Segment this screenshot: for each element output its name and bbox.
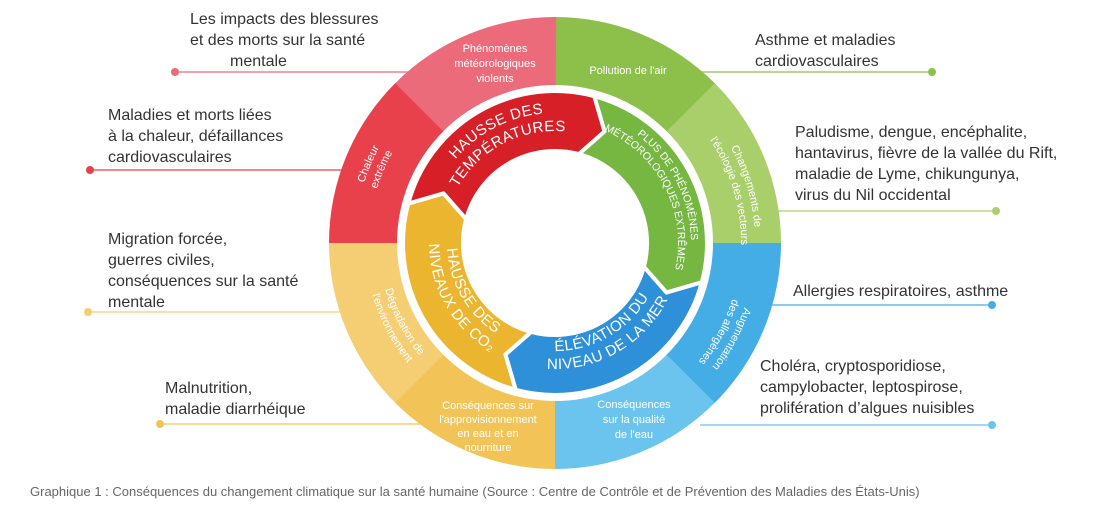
text-line: mentale [108,294,165,311]
arrow-co2 [401,191,534,392]
text-line: en eau et en [457,428,518,440]
dot-asthme [928,68,936,76]
text-line: Conséquences sur [442,400,534,412]
text-line: Conséquences [597,399,671,411]
text-line: Choléra, cryptosporidiose, [760,358,946,375]
text-line: Paludisme, dengue, encéphalite, [795,124,1028,141]
label-blessures: Les impacts des blessures et des morts s… [190,9,379,72]
segment-vecteurs [666,83,782,245]
label-cholera: Choléra, cryptosporidiose, campylobacter… [760,356,974,419]
figure-caption: Graphique 1 : Conséquences du changement… [30,484,920,499]
dot-chaleur [86,166,94,174]
text-line: guerres civiles, [108,252,215,269]
label-migration: Migration forcée, guerres civiles, consé… [108,229,298,313]
text-line: de l'eau [615,429,653,441]
text-line: Phénomènes [463,43,528,55]
segment-approvisionnement [394,354,555,469]
dot-migration [84,308,92,316]
segment-chaleur [329,82,444,244]
text-line: Malnutrition, [165,380,253,397]
label-allergies: Allergies respiratoires, asthme [793,281,1008,302]
text-line: cardiovasculaires [108,149,232,166]
text-line: conséquences sur la santé [108,273,299,290]
text-line: à la chaleur, défaillances [108,128,284,145]
label-malnutrition: Malnutrition, maladie diarrhéique [165,378,306,420]
label-paludisme: Paludisme, dengue, encéphalite, hantavir… [795,122,1057,206]
segment-eau [553,354,715,470]
text-line: violents [476,73,514,85]
segment-text-eau: Conséquences sur la qualité de l'eau [597,399,671,441]
label-chaleur: Maladies et morts liées à la chaleur, dé… [108,105,283,168]
segment-text-approvisionnement: Conséquences sur l'approvisionnement en … [439,400,537,454]
text-line: campylobacter, leptospirose, [760,379,963,396]
text-line: météorologiques [454,58,536,70]
text-line: Maladies et morts liées [108,107,272,124]
dot-cholera [988,421,996,429]
text-line: hantavirus, fièvre de la vallée du Rift, [795,145,1058,162]
segment-allergenes [666,243,781,404]
text-line: cardiovasculaires [755,53,879,70]
segment-pollution [555,17,716,132]
text-line: Migration forcée, [108,231,228,248]
text-line: maladie de Lyme, chikungunya, [795,166,1020,183]
text-line: et des morts sur la santé [190,32,366,49]
segment-text-phenomenes: Phénomènes météorologiques violents [454,43,536,85]
dot-allergies [988,301,996,309]
text-line: l'approvisionnement [439,414,537,426]
segment-degradation [328,241,444,403]
text-line: prolifération d’algues nuisibles [760,400,975,417]
label-asthme: Asthme et maladies cardiovasculaires [755,30,896,72]
text-line: Les impacts des blessures [190,11,379,28]
text-line: maladie diarrhéique [165,401,306,418]
dot-malnutrition [156,420,164,428]
text-line: Allergies respiratoires, asthme [793,283,1009,300]
text-line: nourriture [464,442,511,454]
text-line: virus du Nil occidental [795,187,951,204]
dot-blessures [171,68,179,76]
text-line: Asthme et maladies [755,32,896,49]
dot-paludisme [992,207,1000,215]
text-line: sur la qualité [603,414,665,426]
segment-text-pollution: Pollution de l'air [589,65,667,77]
text-line: mentale [230,53,287,70]
segment-phenomenes [395,16,557,132]
